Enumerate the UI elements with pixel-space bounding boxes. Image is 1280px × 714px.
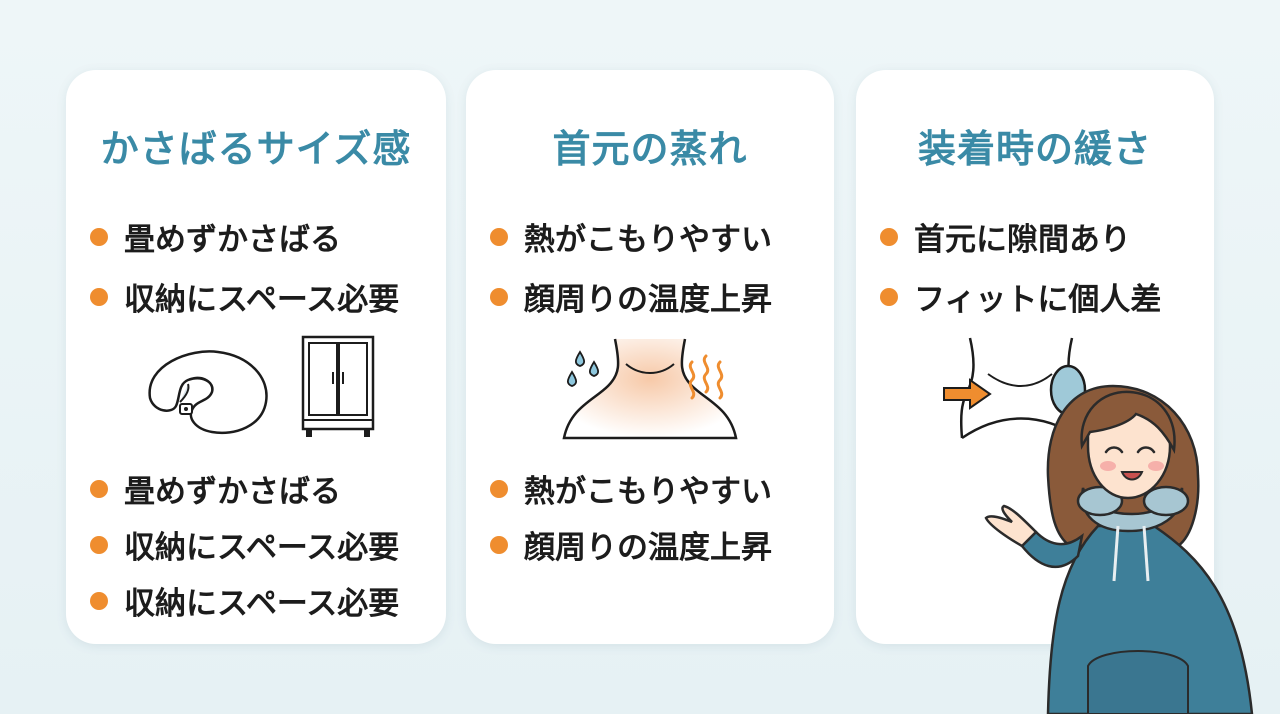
bullet-text: 首元に隙間あり [914, 222, 1131, 258]
woman-presenting-illustration [984, 384, 1254, 714]
bullet-item: 畳めずかさばる [90, 214, 341, 259]
sweaty-neck-icon [562, 338, 738, 440]
bullet-item: 熱がこもりやすい [490, 214, 772, 259]
bullet-item: 収納にスペース必要 [90, 578, 399, 623]
bullet-text: 顔周りの温度上昇 [524, 530, 772, 566]
bullet-item: 顔周りの温度上昇 [490, 274, 772, 319]
bullet-text: 畳めずかさばる [124, 222, 341, 258]
bullet-item: 顔周りの温度上昇 [490, 522, 772, 567]
bullet-item: 収納にスペース必要 [90, 274, 399, 319]
bullet-text: 収納にスペース必要 [124, 282, 400, 318]
bullet-dot [90, 479, 108, 498]
bullet-text: 収納にスペース必要 [124, 586, 400, 622]
bullet-dot [90, 535, 108, 554]
bullet-text: 収納にスペース必要 [124, 530, 400, 566]
bullet-item: 畳めずかさばる [90, 466, 341, 511]
bullet-dot [90, 591, 108, 610]
bullet-item: 首元に隙間あり [880, 214, 1131, 259]
bullet-dot [490, 535, 508, 554]
bullet-item: 収納にスペース必要 [90, 522, 399, 567]
bullet-item: 熱がこもりやすい [490, 466, 772, 511]
bullet-dot [90, 287, 108, 306]
card-title-bulky: かさばるサイズ感 [100, 127, 412, 171]
card-title-humidity: 首元の蒸れ [552, 127, 748, 171]
bullet-text: 畳めずかさばる [124, 474, 341, 510]
bullet-dot [490, 287, 508, 306]
bullet-dot [90, 227, 108, 246]
bullet-dot [880, 227, 898, 246]
bullet-dot [880, 287, 898, 306]
neck-pillow-icon [148, 350, 268, 435]
bullet-dot [490, 479, 508, 498]
card-title-loose: 装着時の緩さ [917, 127, 1152, 171]
card-bulky-size [66, 70, 446, 644]
bullet-text: 熱がこもりやすい [524, 222, 772, 258]
wardrobe-icon [301, 335, 375, 437]
bullet-dot [490, 227, 508, 246]
bullet-text: 熱がこもりやすい [524, 474, 772, 510]
bullet-item: フィットに個人差 [880, 274, 1161, 319]
bullet-text: フィットに個人差 [914, 282, 1162, 318]
bullet-text: 顔周りの温度上昇 [524, 282, 772, 318]
